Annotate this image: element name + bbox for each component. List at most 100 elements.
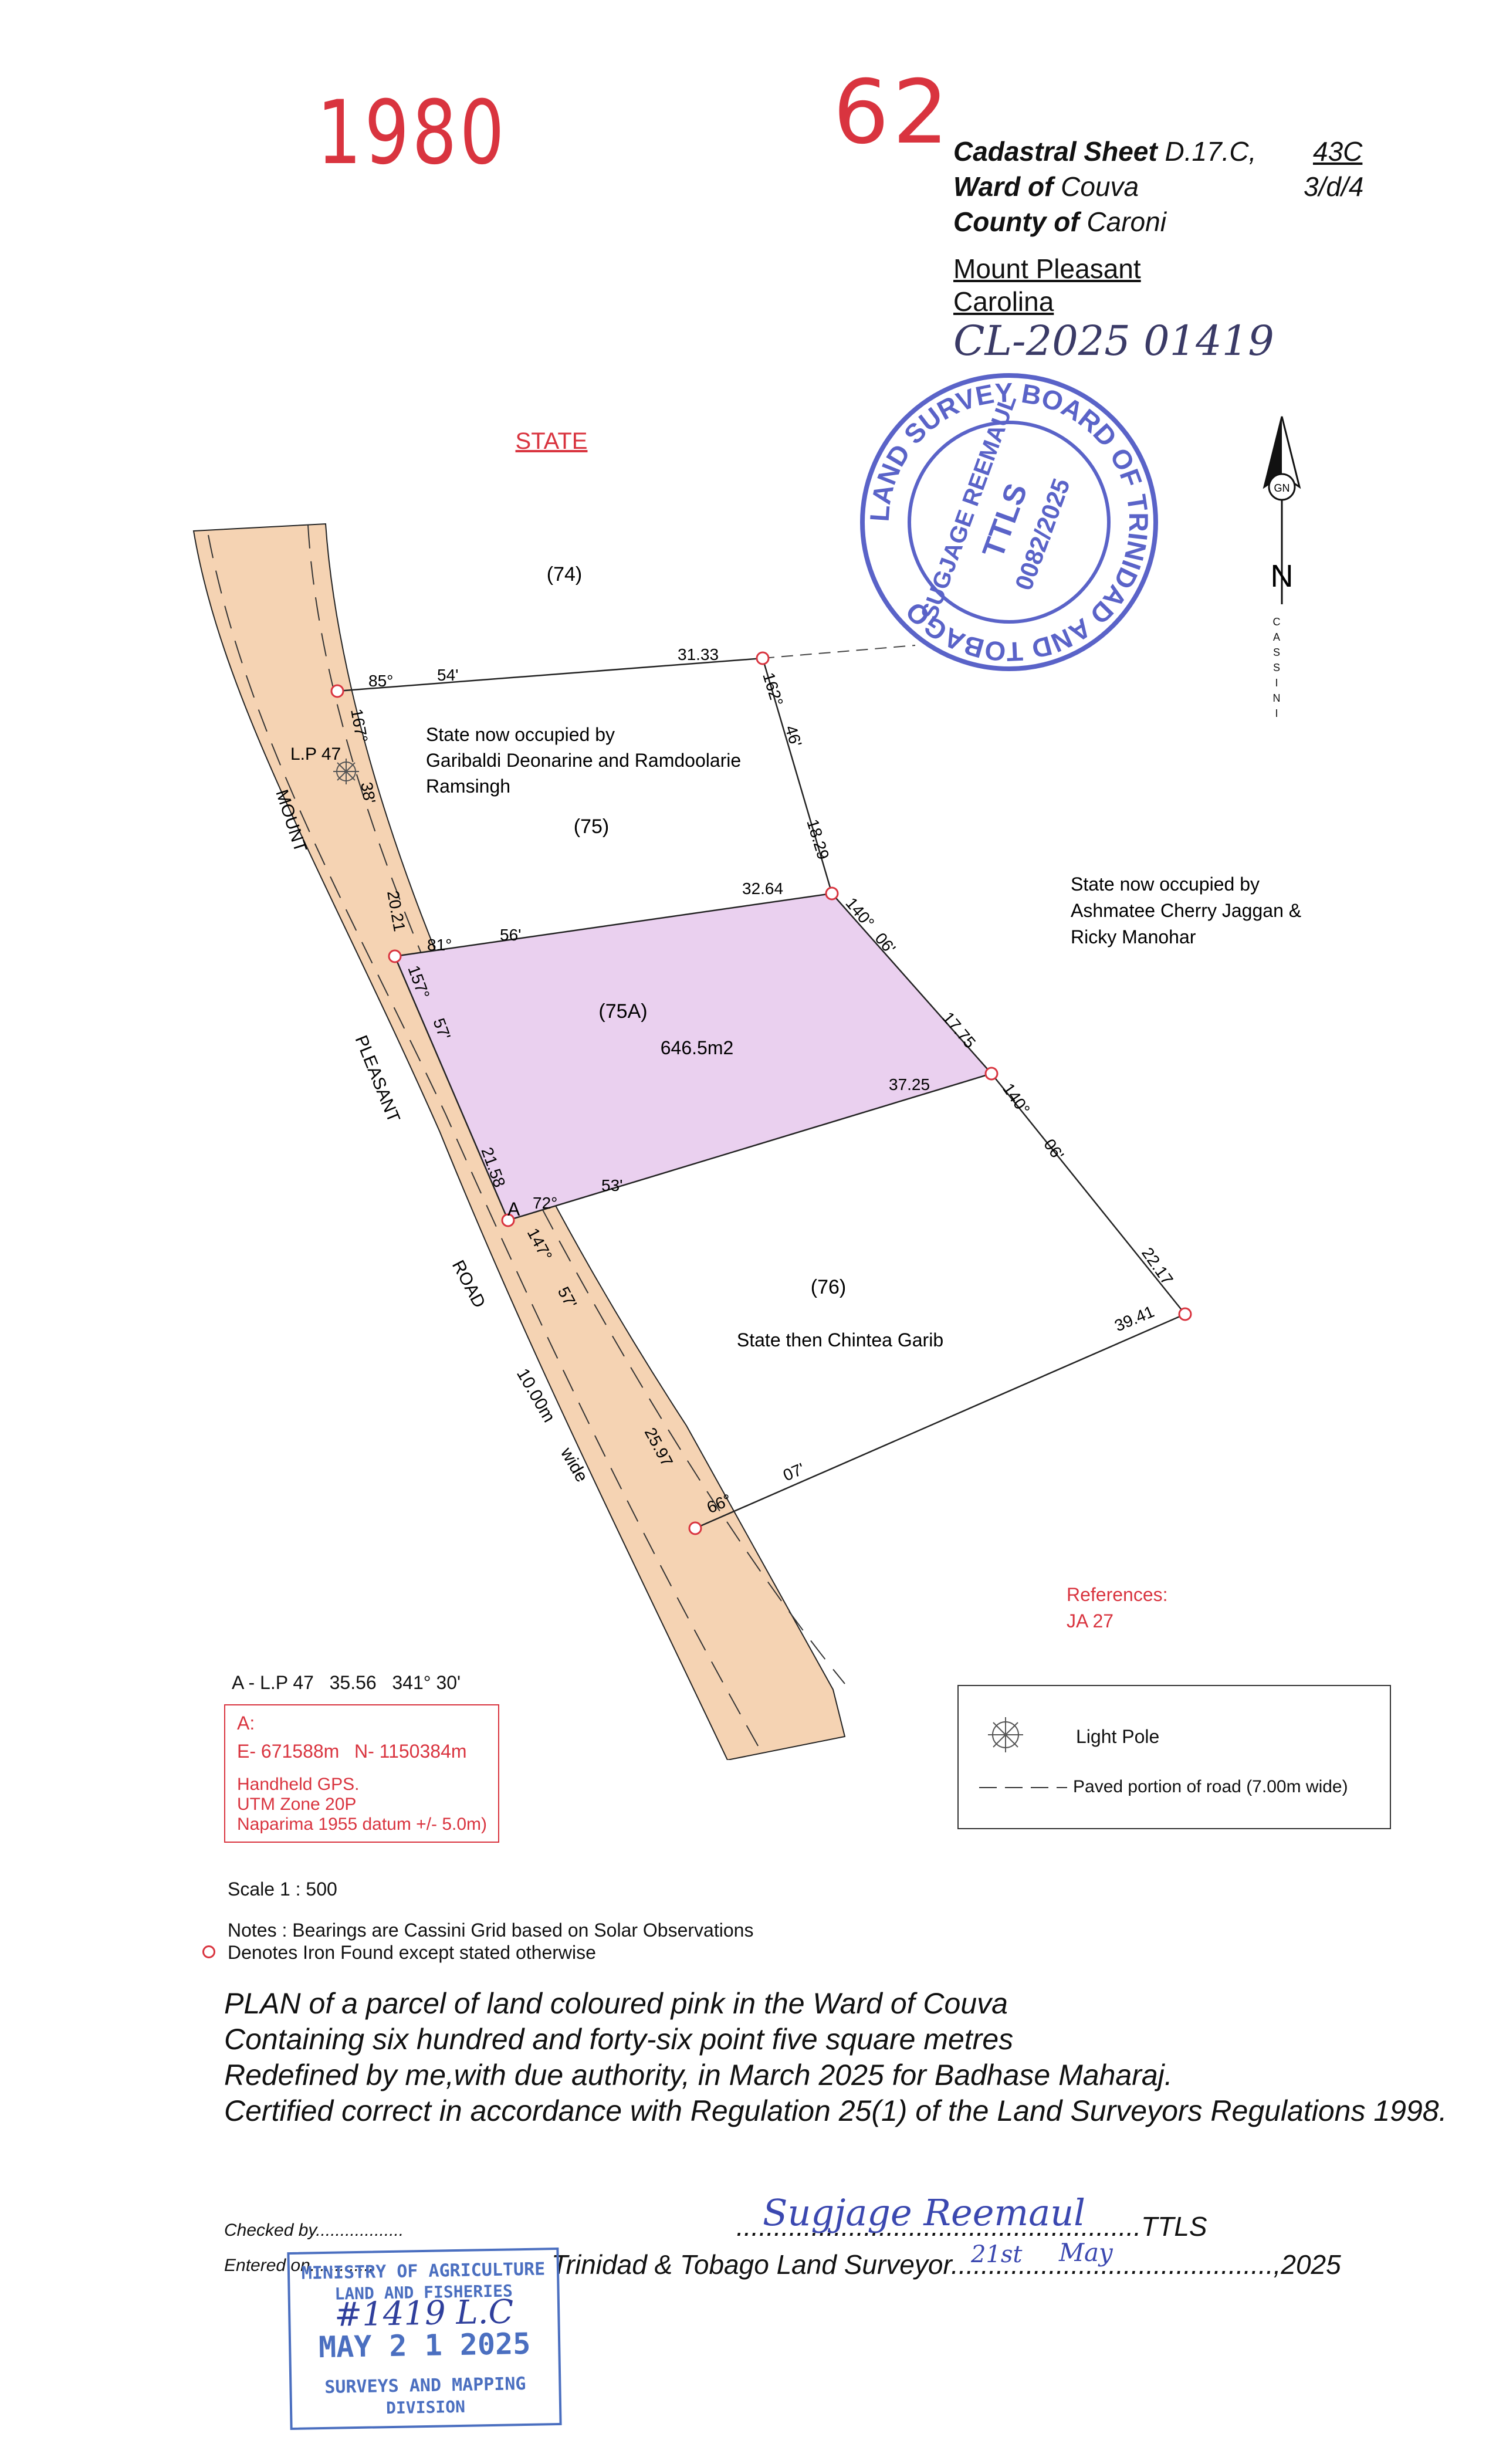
legend-box: Light Pole Paved portion of road (7.00m … bbox=[957, 1685, 1391, 1829]
dim-ne-bearing-deg: 162° bbox=[759, 671, 787, 708]
occupant-75-line1: State now occupied by bbox=[426, 724, 615, 745]
iron-symbol-icon bbox=[202, 1945, 215, 1958]
dim-75a-south-length: 37.25 bbox=[889, 1075, 930, 1094]
plan-line-4: Certified correct in accordance with Reg… bbox=[224, 2094, 1447, 2127]
ward-label: Ward of bbox=[953, 171, 1054, 202]
dim-w1-bearing-min: 38' bbox=[357, 781, 379, 805]
cadastral-value: D.17.C, bbox=[1165, 136, 1257, 167]
dim-75a-north-length: 32.64 bbox=[742, 879, 783, 898]
dim-75a-south-bearing-deg: 72° bbox=[533, 1194, 557, 1212]
road-word-road: ROAD bbox=[448, 1257, 489, 1311]
occupant-east-line2: Ashmatee Cherry Jaggan & bbox=[1071, 900, 1301, 921]
legend-light-pole-label: Light Pole bbox=[1076, 1726, 1160, 1747]
boundary-75-east bbox=[761, 658, 833, 894]
dim-ne-length: 18.29 bbox=[803, 817, 832, 862]
iron-marker bbox=[501, 1213, 515, 1227]
parcel-75-label: (75) bbox=[574, 815, 609, 838]
survey-plan-diagram: STATE (74) State now occupied by Garibal… bbox=[192, 428, 1301, 1760]
ministry-line-4: SURVEYS AND MAPPING bbox=[324, 2373, 526, 2398]
entered-on-label: Entered on............. bbox=[224, 2256, 374, 2275]
coord-method-1: Handheld GPS. bbox=[237, 1775, 360, 1794]
ward-line: Ward of Couva bbox=[953, 169, 1139, 204]
cadastral-sheet-line: Cadastral Sheet D.17.C, bbox=[953, 134, 1256, 169]
ministry-line-5: DIVISION bbox=[385, 2397, 466, 2418]
county-label: County of bbox=[953, 207, 1079, 237]
plan-line-3: Redefined by me,with due authority, in M… bbox=[224, 2059, 1173, 2091]
scale-text: Scale 1 : 500 bbox=[228, 1879, 337, 1900]
sheet-grid: 3/d/4 bbox=[1304, 171, 1364, 202]
occupant-76: State then Chintea Garib bbox=[737, 1329, 943, 1351]
ttls-line: ........................................… bbox=[736, 2211, 1207, 2242]
references-item: JA 27 bbox=[1067, 1610, 1114, 1632]
dim-75a-south-bearing-min: 53' bbox=[601, 1176, 623, 1194]
dim-75a-north-bearing-min: 56' bbox=[500, 926, 522, 944]
dim-top-length: 31.33 bbox=[678, 645, 719, 664]
cadastral-label: Cadastral Sheet bbox=[953, 136, 1157, 167]
boundary-76-east bbox=[991, 1073, 1186, 1315]
coord-method-3: Naparima 1955 datum +/- 5.0m) bbox=[237, 1815, 488, 1834]
boundary-76-south bbox=[695, 1313, 1186, 1529]
county-line: County of Caroni bbox=[953, 204, 1166, 239]
ministry-date: MAY 2 1 2025 bbox=[318, 2326, 531, 2365]
iron-marker bbox=[756, 651, 770, 665]
legend-light-pole-icon bbox=[988, 1717, 1023, 1752]
parcel-75a-label: (75A) bbox=[598, 1000, 647, 1023]
point-a-label: A bbox=[507, 1199, 520, 1220]
dim-75a-north-bearing-deg: 81° bbox=[427, 936, 452, 954]
dim-top-bearing-deg: 85° bbox=[368, 672, 393, 690]
occupant-75-line2: Garibaldi Deonarine and Ramdoolarie bbox=[426, 750, 741, 771]
ministry-stamp: MINISTRY OF AGRICULTURE LAND AND FISHERI… bbox=[287, 2247, 562, 2431]
ministry-line-1: MINISTRY OF AGRICULTURE bbox=[301, 2259, 546, 2284]
notes-bearings: Notes : Bearings are Cassini Grid based … bbox=[228, 1920, 754, 1941]
north-grid-text: CASSINI bbox=[1271, 616, 1282, 723]
parcel-76-label: (76) bbox=[811, 1276, 846, 1298]
surveyor-stamp: LAND SURVEY BOARD OF TRINIDAD AND TOBAGO… bbox=[860, 373, 1158, 671]
notes-iron: Denotes Iron Found except stated otherwi… bbox=[228, 1942, 596, 1963]
parcel-75a-area: 646.5m2 bbox=[661, 1037, 734, 1058]
iron-marker bbox=[984, 1067, 999, 1081]
legend-paved-road-label: Paved portion of road (7.00m wide) bbox=[1073, 1777, 1348, 1796]
county-value: Caroni bbox=[1087, 207, 1166, 237]
file-number: CL-2025 01419 bbox=[953, 317, 1274, 365]
road-word-pleasant: PLEASANT bbox=[351, 1033, 404, 1125]
parcel-74-label: (74) bbox=[547, 563, 582, 585]
boundary-74-75 bbox=[337, 657, 763, 692]
occupant-east-line3: Ricky Manohar bbox=[1071, 926, 1196, 947]
coord-point: A: bbox=[237, 1712, 255, 1734]
iron-marker bbox=[330, 684, 344, 698]
tie-text: A - L.P 47 35.56 341° 30' bbox=[232, 1672, 461, 1693]
signature-day: 21st bbox=[971, 2241, 1023, 2268]
legend-dashed-line-icon bbox=[979, 1787, 1067, 1788]
occupant-east-line1: State now occupied by bbox=[1071, 874, 1260, 895]
plan-line-1: PLAN of a parcel of land coloured pink i… bbox=[224, 1987, 1008, 2020]
iron-marker bbox=[388, 949, 402, 963]
dim-76-east-length: 22.17 bbox=[1138, 1244, 1177, 1288]
light-pole-icon bbox=[333, 759, 359, 784]
iron-marker bbox=[688, 1521, 702, 1535]
state-label: STATE bbox=[516, 428, 588, 454]
north-arrow: GN N bbox=[1263, 416, 1301, 604]
location-1: Mount Pleasant bbox=[953, 253, 1141, 284]
location-2: Carolina bbox=[953, 286, 1054, 317]
ref-number-right: 62 bbox=[833, 62, 952, 164]
boundary-74-extension bbox=[762, 645, 916, 659]
coord-northing: N- 1150384m bbox=[354, 1741, 467, 1762]
iron-marker bbox=[825, 886, 839, 901]
checked-by-label: Checked by.................. bbox=[224, 2221, 404, 2240]
light-pole-label: L.P 47 bbox=[290, 744, 341, 764]
ward-value: Couva bbox=[1061, 171, 1139, 202]
signature-month: May bbox=[1059, 2238, 1113, 2267]
dim-top-bearing-min: 54' bbox=[437, 666, 459, 684]
north-letter: N bbox=[1271, 559, 1294, 594]
occupant-75-line3: Ramsingh bbox=[426, 776, 510, 797]
ref-number-left: 1980 bbox=[317, 82, 507, 184]
coordinate-box: A: E- 671588m N- 1150384m Handheld GPS. … bbox=[224, 1704, 499, 1843]
references-title: References: bbox=[1067, 1584, 1168, 1605]
sheet-code: 43C bbox=[1313, 136, 1363, 167]
plan-line-2: Containing six hundred and forty-six poi… bbox=[224, 2023, 1014, 2056]
surveyor-line: Trinidad & Tobago Land Surveyor.........… bbox=[551, 2249, 1341, 2280]
coord-method-2: UTM Zone 20P bbox=[237, 1795, 357, 1814]
north-gn-label: GN bbox=[1274, 482, 1290, 494]
coord-easting: E- 671588m bbox=[237, 1741, 340, 1762]
iron-marker bbox=[1178, 1307, 1192, 1321]
